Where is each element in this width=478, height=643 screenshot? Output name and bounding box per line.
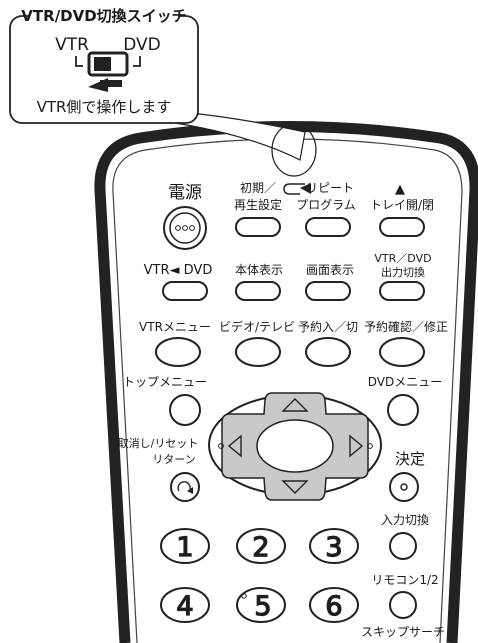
timer-onoff-label: 予約入／切 xyxy=(298,319,358,334)
number-button-4[interactable]: 4 xyxy=(160,587,210,623)
tactile-dot-icon xyxy=(241,593,247,599)
timer-confirm-label: 予約確認／修正 xyxy=(364,319,448,334)
dpad xyxy=(208,392,382,501)
video-tv-button[interactable] xyxy=(235,337,281,367)
remote-inner-edge xyxy=(112,138,463,643)
display-main-label: 本体表示 xyxy=(235,263,283,277)
svg-text:3: 3 xyxy=(325,532,342,563)
svg-text:6: 6 xyxy=(325,591,342,622)
vtr-dvd-button[interactable] xyxy=(162,281,208,301)
output-switch-button[interactable] xyxy=(379,281,425,301)
repeat-icon xyxy=(283,183,311,195)
remocon-button[interactable] xyxy=(389,591,417,619)
tray-label: トレイ開/閉 xyxy=(370,198,434,212)
tray-button[interactable] xyxy=(379,217,425,237)
repeat-label: リピート xyxy=(306,181,354,195)
timer-confirm-button[interactable] xyxy=(379,337,425,367)
switch-location-mark xyxy=(271,123,317,177)
svg-text:2: 2 xyxy=(252,532,269,563)
power-button[interactable] xyxy=(163,206,207,250)
dvd-menu-label: DVDメニュー xyxy=(368,375,442,389)
output-switch-label-1: VTR／DVD xyxy=(374,252,431,265)
callout-caption: VTR側で操作します xyxy=(37,98,172,116)
arrow-left-icon xyxy=(88,78,122,92)
cancel-label-1: 取消し/リセット xyxy=(118,436,199,450)
display-screen-button[interactable] xyxy=(305,281,351,301)
number-button-3[interactable]: 3 xyxy=(309,528,359,564)
up-arrow-icon[interactable] xyxy=(281,398,309,412)
right-arrow-icon[interactable] xyxy=(349,434,364,458)
switch-bracket-left xyxy=(75,56,83,67)
vtr-menu-button[interactable] xyxy=(155,337,201,367)
skip-search-label: スキップサーチ xyxy=(361,625,445,639)
number-button-1[interactable]: 1 xyxy=(160,528,210,564)
cancel-label-2: リターン xyxy=(152,453,195,466)
init-label-1: 初期／ xyxy=(240,181,276,195)
remocon-label: リモコン1/2 xyxy=(371,573,438,587)
callout-pointer xyxy=(174,112,306,161)
video-tv-label: ビデオ/テレビ xyxy=(219,319,295,334)
callout-dvd-label: DVD xyxy=(123,35,161,55)
output-switch-label-2: 出力切換 xyxy=(381,265,425,279)
init-label-2: 再生設定 xyxy=(234,197,282,212)
left-arrow-icon[interactable] xyxy=(227,434,242,458)
down-arrow-icon[interactable] xyxy=(281,480,309,494)
program-label: プログラム xyxy=(296,198,356,212)
eject-icon: ▲ xyxy=(395,182,405,197)
number-button-5[interactable]: 5 xyxy=(236,587,286,623)
timer-onoff-button[interactable] xyxy=(305,337,351,367)
svg-text:5: 5 xyxy=(254,591,271,622)
enter-button[interactable] xyxy=(389,472,419,502)
power-label: 電源 xyxy=(168,183,202,203)
svg-text:4: 4 xyxy=(176,591,193,622)
return-icon xyxy=(177,481,191,492)
dpad-center[interactable] xyxy=(256,419,334,473)
top-menu-button[interactable] xyxy=(169,394,201,426)
vtr-dvd-switch-icon xyxy=(87,51,129,77)
left-dot-icon xyxy=(218,443,224,449)
return-button[interactable] xyxy=(170,472,200,502)
input-switch-button[interactable] xyxy=(389,532,417,560)
remote-body xyxy=(94,121,478,643)
svg-text:1: 1 xyxy=(176,532,193,563)
dvd-menu-button[interactable] xyxy=(387,394,419,426)
repeat-program-button[interactable] xyxy=(305,217,351,237)
callout-vtr-label: VTR xyxy=(55,35,89,55)
display-main-button[interactable] xyxy=(235,281,281,301)
top-menu-label: トップメニュー xyxy=(123,375,207,389)
init-settings-button[interactable] xyxy=(235,217,281,237)
input-switch-label: 入力切換 xyxy=(381,513,429,527)
callout-title: VTR/DVD切換スイッチ xyxy=(21,7,186,25)
display-screen-label: 画面表示 xyxy=(306,263,354,277)
vtr-dvd-label: VTR◄ DVD xyxy=(144,263,213,278)
right-dot-icon xyxy=(367,443,373,449)
number-button-2[interactable]: 2 xyxy=(236,528,286,564)
vtr-menu-label: VTRメニュー xyxy=(139,320,211,334)
switch-bracket-right xyxy=(133,56,141,67)
enter-label: 決定 xyxy=(395,450,425,468)
number-button-6[interactable]: 6 xyxy=(309,587,359,623)
